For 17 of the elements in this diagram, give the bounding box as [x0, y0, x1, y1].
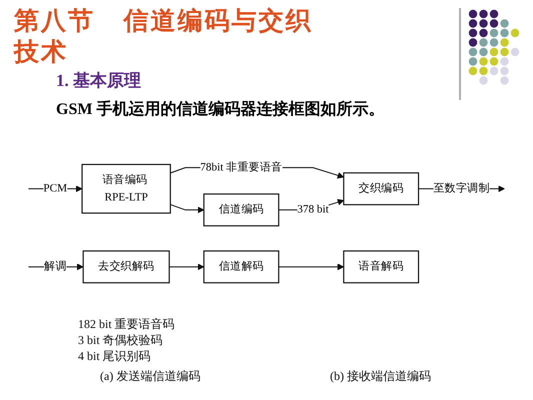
process-box: 语音编码 RPE-LTP: [82, 164, 171, 214]
process-box: 信道编码: [203, 193, 280, 226]
process-box: 去交织解码: [82, 250, 170, 284]
arrow: [170, 204, 204, 214]
process-box: 信道解码: [203, 250, 280, 284]
description-text: GSM 手机运用的信道编码器连接框图如所示。: [56, 100, 384, 120]
figure-caption: (b) 接收端信道编码: [330, 368, 431, 384]
slide-title: 第八节 信道编码与交织技术: [14, 6, 314, 68]
arrow: [168, 264, 204, 270]
figure-caption: (a) 发送端信道编码: [100, 368, 200, 384]
process-box: 交织编码: [343, 172, 420, 206]
section-heading: 1. 基本原理: [56, 70, 141, 91]
process-box: 语音解码: [343, 250, 420, 284]
note-text: 4 bit 尾识别码: [78, 348, 151, 364]
note-text: 182 bit 重要语音码: [78, 316, 175, 332]
arrow: [278, 264, 344, 270]
note-text: 3 bit 奇偶校验码: [78, 332, 163, 348]
